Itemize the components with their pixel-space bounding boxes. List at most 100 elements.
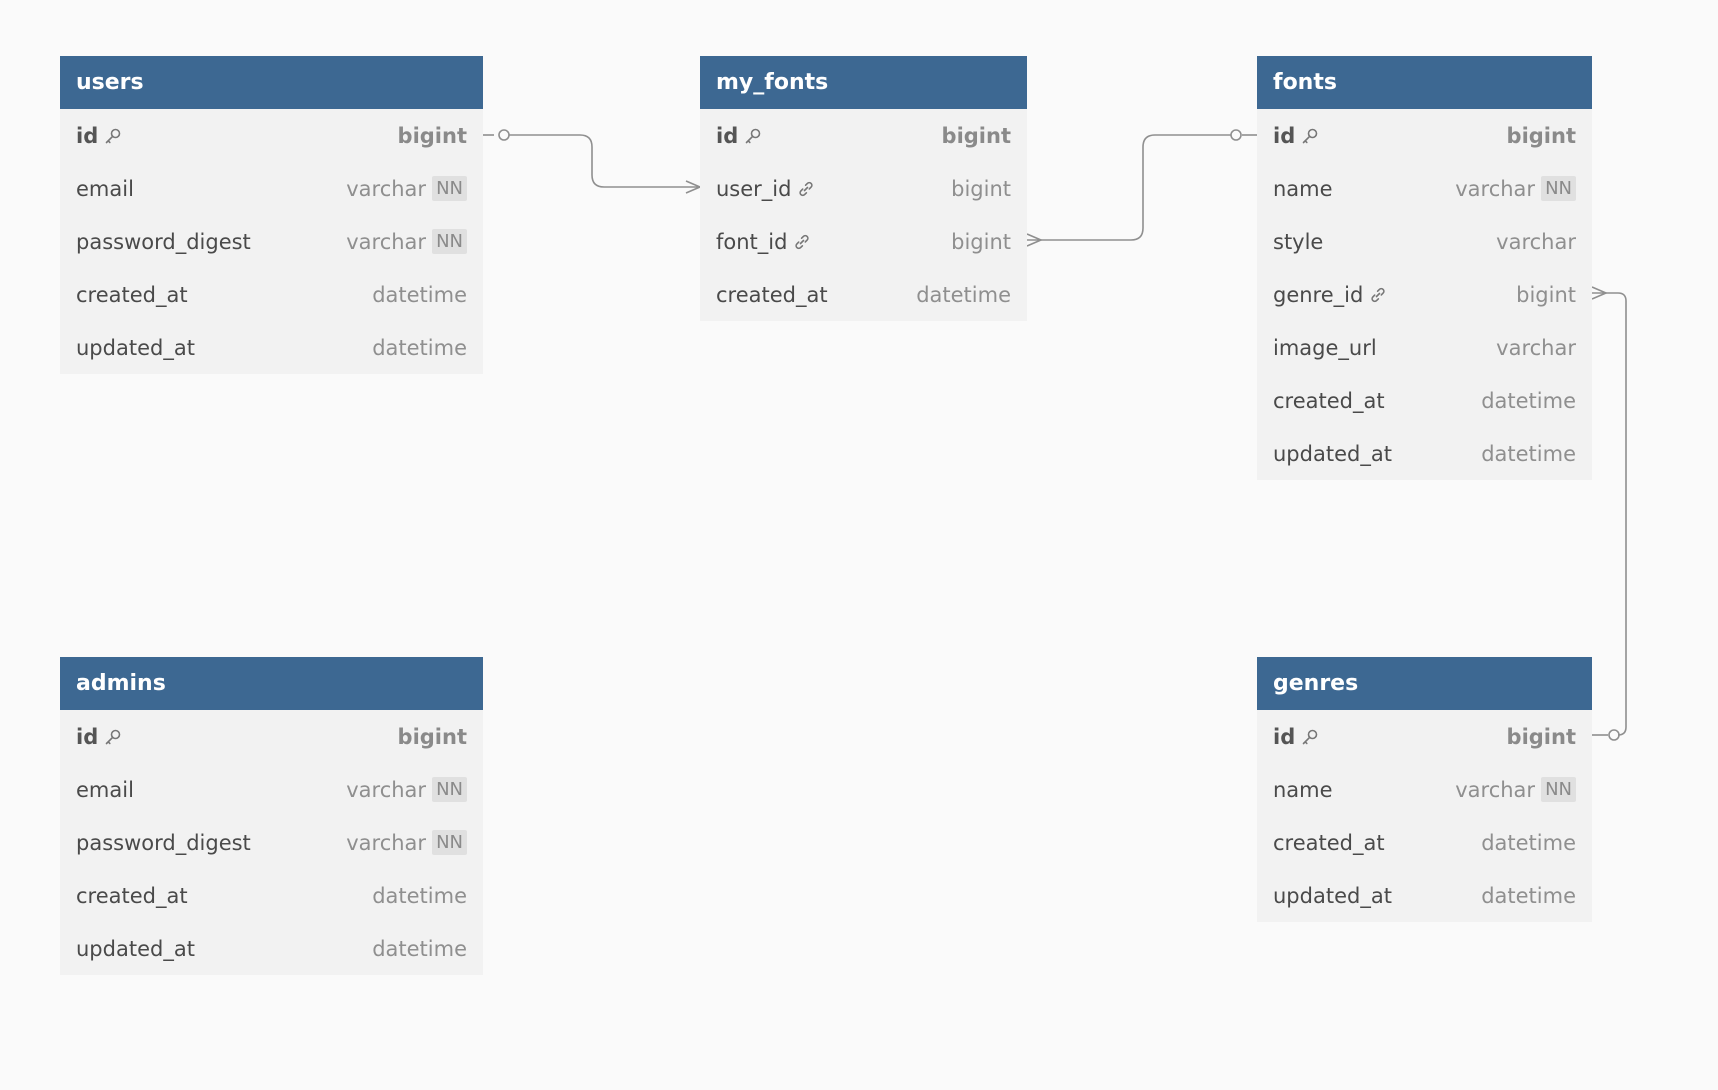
column-type: datetime bbox=[372, 282, 467, 307]
column-name: created_at bbox=[716, 282, 828, 307]
key-icon bbox=[744, 127, 762, 145]
column-row[interactable]: created_at datetime bbox=[1257, 374, 1592, 427]
column-name: font_id bbox=[716, 229, 788, 254]
column-row[interactable]: id bigint bbox=[60, 109, 483, 162]
column-row[interactable]: id bigint bbox=[1257, 109, 1592, 162]
column-type: datetime bbox=[372, 335, 467, 360]
column-type-group: varchar bbox=[1496, 336, 1576, 360]
column-name: id bbox=[76, 123, 99, 148]
column-row[interactable]: updated_at datetime bbox=[60, 922, 483, 975]
column-name: id bbox=[1273, 724, 1296, 749]
column-name-group: updated_at bbox=[76, 937, 195, 961]
column-type-group: bigint bbox=[398, 124, 467, 148]
column-name: genre_id bbox=[1273, 282, 1364, 307]
column-type: datetime bbox=[372, 883, 467, 908]
column-name-group: id bbox=[716, 124, 762, 148]
column-type: bigint bbox=[941, 123, 1011, 148]
column-type: bigint bbox=[951, 176, 1011, 201]
column-row[interactable]: id bigint bbox=[700, 109, 1027, 162]
column-type: bigint bbox=[1506, 123, 1576, 148]
column-name-group: updated_at bbox=[1273, 884, 1392, 908]
column-type: datetime bbox=[1481, 441, 1576, 466]
column-name: id bbox=[1273, 123, 1296, 148]
column-name-group: id bbox=[1273, 725, 1319, 749]
key-icon bbox=[104, 728, 122, 746]
column-name: updated_at bbox=[1273, 883, 1392, 908]
column-row[interactable]: created_at datetime bbox=[60, 869, 483, 922]
column-row[interactable]: created_at datetime bbox=[60, 268, 483, 321]
column-type: varchar bbox=[346, 176, 427, 201]
table-fonts-title: fonts bbox=[1257, 56, 1592, 109]
not-null-badge: NN bbox=[432, 777, 467, 802]
column-row[interactable]: style varchar bbox=[1257, 215, 1592, 268]
column-name-group: name bbox=[1273, 177, 1333, 201]
column-row[interactable]: updated_at datetime bbox=[1257, 427, 1592, 480]
column-name: image_url bbox=[1273, 335, 1377, 360]
column-name: created_at bbox=[76, 282, 188, 307]
column-type-group: bigint bbox=[1516, 283, 1576, 307]
column-name-group: created_at bbox=[716, 283, 828, 307]
link-icon bbox=[797, 180, 815, 198]
column-type: varchar bbox=[1496, 229, 1576, 254]
column-type: datetime bbox=[916, 282, 1011, 307]
column-row[interactable]: image_url varchar bbox=[1257, 321, 1592, 374]
column-type-group: datetime bbox=[1481, 389, 1576, 413]
column-name-group: created_at bbox=[1273, 831, 1385, 855]
key-icon bbox=[1301, 127, 1319, 145]
column-type-group: datetime bbox=[372, 283, 467, 307]
column-type-group: datetime bbox=[1481, 831, 1576, 855]
column-row[interactable]: created_at datetime bbox=[700, 268, 1027, 321]
table-users-title: users bbox=[60, 56, 483, 109]
column-name: user_id bbox=[716, 176, 792, 201]
not-null-badge: NN bbox=[432, 176, 467, 201]
column-type-group: datetime bbox=[372, 336, 467, 360]
column-name-group: email bbox=[76, 177, 134, 201]
column-type: datetime bbox=[372, 936, 467, 961]
column-type-group: bigint bbox=[951, 177, 1011, 201]
column-row[interactable]: genre_id bigint bbox=[1257, 268, 1592, 321]
column-name-group: updated_at bbox=[1273, 442, 1392, 466]
column-type: varchar bbox=[346, 777, 427, 802]
relationship-fonts-my-fonts bbox=[1026, 129, 1257, 247]
column-name-group: style bbox=[1273, 230, 1323, 254]
column-name: password_digest bbox=[76, 229, 251, 254]
column-name-group: genre_id bbox=[1273, 283, 1387, 307]
column-name: id bbox=[76, 724, 99, 749]
column-type-group: datetime bbox=[1481, 442, 1576, 466]
column-type: datetime bbox=[1481, 883, 1576, 908]
column-name: name bbox=[1273, 777, 1333, 802]
column-name-group: created_at bbox=[76, 884, 188, 908]
column-row[interactable]: updated_at datetime bbox=[1257, 869, 1592, 922]
column-type: datetime bbox=[1481, 388, 1576, 413]
column-name-group: id bbox=[76, 725, 122, 749]
column-name: created_at bbox=[76, 883, 188, 908]
column-type: varchar bbox=[346, 830, 427, 855]
table-admins-title: admins bbox=[60, 657, 483, 710]
column-name: id bbox=[716, 123, 739, 148]
column-type-group: varchar bbox=[1496, 230, 1576, 254]
not-null-badge: NN bbox=[1541, 777, 1576, 802]
column-type: varchar bbox=[1455, 777, 1536, 802]
column-row[interactable]: user_id bigint bbox=[700, 162, 1027, 215]
column-type: varchar bbox=[1455, 176, 1536, 201]
column-row[interactable]: created_at datetime bbox=[1257, 816, 1592, 869]
column-name-group: created_at bbox=[1273, 389, 1385, 413]
